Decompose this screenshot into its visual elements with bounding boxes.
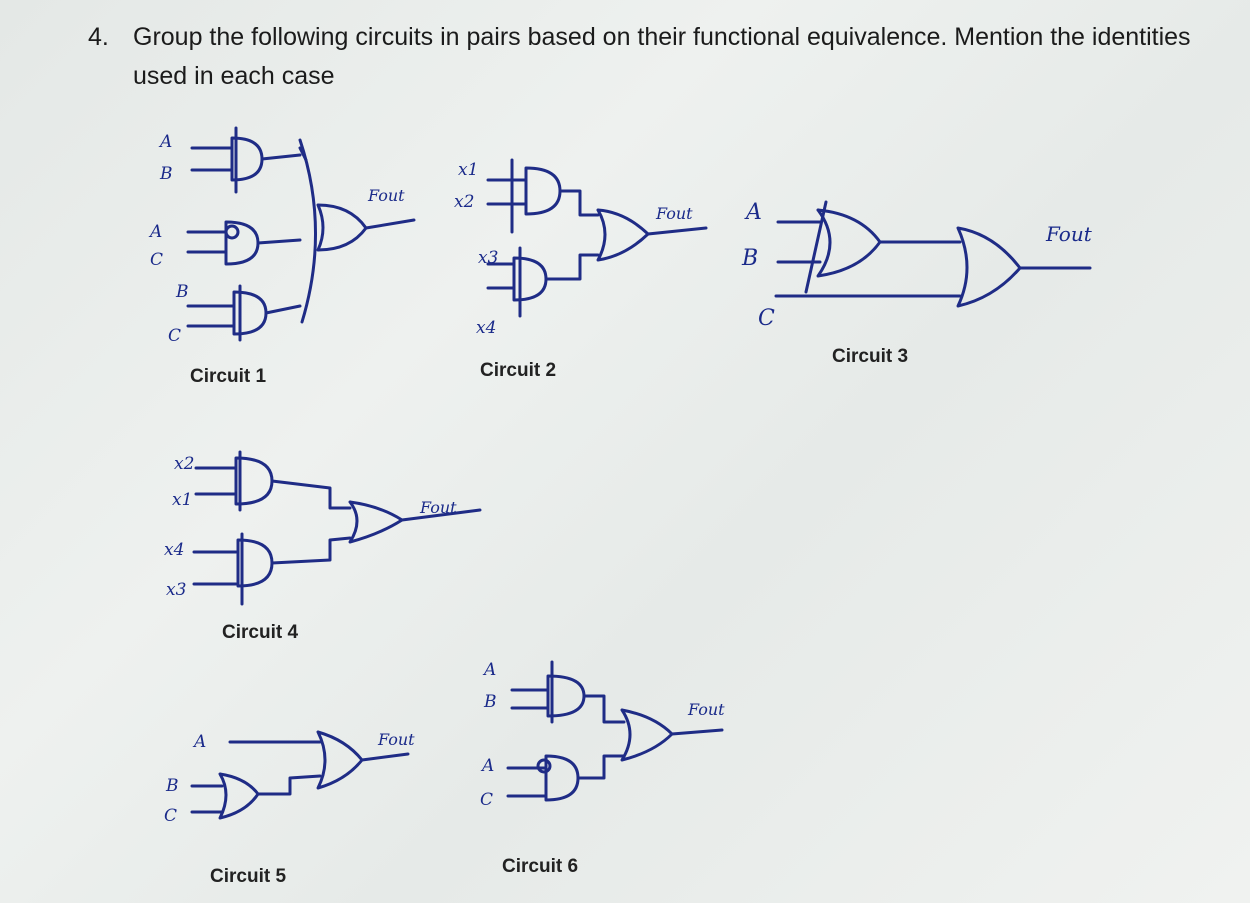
c5-input-2: B (166, 776, 179, 796)
c2-input-4: x4 (476, 318, 497, 338)
c3-input-3: C (758, 306, 775, 331)
c5-input-3: C (164, 806, 178, 826)
c4-input-3: x4 (164, 540, 185, 560)
circuit-2-caption: Circuit 2 (480, 360, 557, 381)
c2-input-2: x2 (454, 192, 475, 212)
c3-input-1: A (746, 200, 762, 225)
circuit-3-drawing (774, 200, 1092, 308)
c4-input-1: x2 (174, 454, 195, 474)
c6-input-4: C (480, 790, 494, 810)
c2-input-3: x3 (478, 248, 499, 268)
circuit-4-drawing (192, 450, 482, 606)
c5-input-1: A (194, 732, 207, 752)
circuit-1-caption: Circuit 1 (190, 366, 267, 387)
c5-output: Fout (378, 730, 415, 749)
c1-input-1: A (160, 132, 173, 152)
c1-input-4: C (150, 250, 164, 270)
circuit-5-drawing (190, 730, 410, 820)
c1-output: Fout (368, 186, 405, 205)
c1-input-3: A (150, 222, 163, 242)
c3-input-2: B (742, 246, 759, 271)
circuit-3-caption: Circuit 3 (832, 346, 909, 367)
question-text: Group the following circuits in pairs ba… (133, 23, 1191, 90)
c4-input-4: x3 (166, 580, 187, 600)
c3-output: Fout (1046, 222, 1092, 246)
c6-output: Fout (688, 700, 725, 719)
c6-input-2: B (484, 692, 497, 712)
c1-input-5: B (176, 282, 189, 302)
c4-output: Fout (420, 498, 457, 517)
circuit-1-drawing (186, 126, 416, 342)
circuit-6-caption: Circuit 6 (502, 856, 579, 877)
circuit-5-caption: Circuit 5 (210, 866, 287, 887)
c6-input-1: A (484, 660, 497, 680)
c6-input-3: A (482, 756, 495, 776)
c1-input-6: C (168, 326, 182, 346)
circuit-2-drawing (486, 158, 708, 318)
c2-output: Fout (656, 204, 693, 223)
c1-input-2: B (160, 164, 173, 184)
question-number: 4. (88, 23, 109, 51)
circuit-6-drawing (506, 660, 724, 802)
circuit-4-caption: Circuit 4 (222, 622, 299, 643)
c4-input-2: x1 (172, 490, 193, 510)
c2-input-1: x1 (458, 160, 479, 180)
